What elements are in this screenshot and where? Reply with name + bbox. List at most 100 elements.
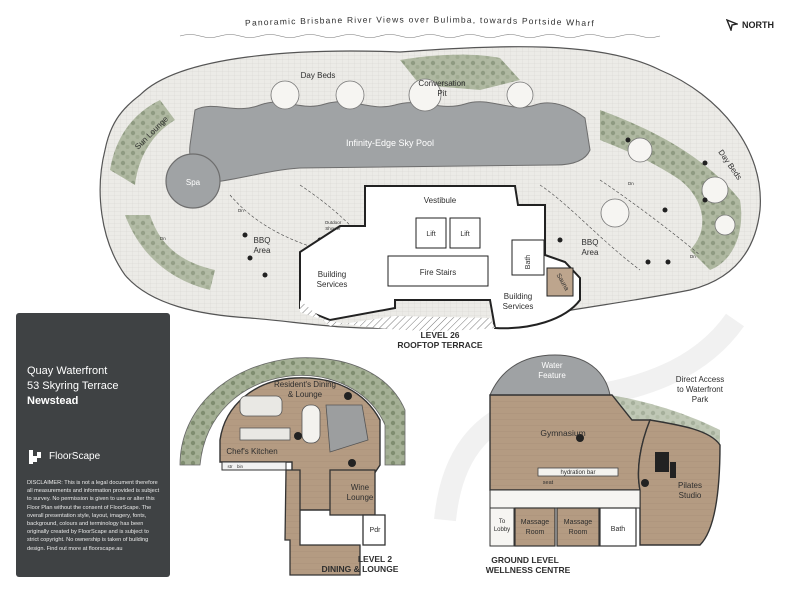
floorscape-logo: FloorScape xyxy=(27,448,167,466)
massage-room-2 xyxy=(556,507,600,547)
vestibule-label: Vestibule xyxy=(424,196,457,205)
column-3 xyxy=(348,459,356,467)
massage-room-1-label-1: Massage xyxy=(521,519,550,526)
treadmill-1 xyxy=(655,452,669,472)
lift-shaft-2 xyxy=(449,217,481,249)
pilates-label-1: Pilates xyxy=(678,481,702,490)
river-wave-line xyxy=(179,34,661,38)
day-beds-top-label: Day Beds xyxy=(301,71,336,80)
spa-label: Spa xyxy=(186,178,201,187)
ground-column-2 xyxy=(641,479,649,487)
floorscape-brand: FloorScape xyxy=(49,451,101,462)
column-2 xyxy=(294,432,302,440)
gymnasium-label: Gymnasium xyxy=(540,428,585,438)
ground-level-subtitle: WELLNESS CENTRE xyxy=(486,565,571,575)
seat-label: seat xyxy=(543,480,554,486)
treadmill-2 xyxy=(670,462,676,478)
to-lobby-area xyxy=(489,507,515,547)
level-2-corridor xyxy=(284,469,361,576)
pool-label: Infinity-Edge Sky Pool xyxy=(346,138,434,148)
pdr-room xyxy=(362,514,386,546)
chefs-kitchen-label: Chef's Kitchen xyxy=(226,447,277,456)
planter-bottom-left xyxy=(125,215,215,290)
building-services-left-2: Services xyxy=(317,280,348,289)
spa xyxy=(165,153,221,209)
water-feature-label-2: Feature xyxy=(538,371,566,380)
ground-level-wellness-centre: Water Feature Direct Access to Waterfron… xyxy=(486,354,724,575)
hydration-bar-label: hydration bar xyxy=(560,470,595,476)
direct-access-label-2: to Waterfront xyxy=(677,385,724,394)
level-26-rooftop-terrace: Day Beds Conversation Pit Sun Lounge Inf… xyxy=(99,46,761,350)
massage-room-2-label-2: Room xyxy=(569,529,588,536)
massage-room-2-label-1: Massage xyxy=(564,519,593,526)
bbq-left-label: BBQ xyxy=(254,236,271,245)
pool-table xyxy=(301,404,321,444)
north-arrow-icon xyxy=(726,19,738,31)
to-lobby-label-2: Lobby xyxy=(494,527,510,533)
residents-dining-label-1: Resident's Dining xyxy=(274,380,336,389)
bin-label: bin xyxy=(237,464,244,469)
column-1 xyxy=(344,392,352,400)
pit-label: Pit xyxy=(437,89,447,98)
ground-level-title: GROUND LEVEL xyxy=(491,555,559,565)
water-feature-label-1: Water xyxy=(541,361,562,370)
day-bed-pods xyxy=(270,78,736,236)
rooftop-sauna xyxy=(546,267,574,297)
floorscape-logo-icon xyxy=(29,450,41,464)
level-2-title: LEVEL 2 xyxy=(358,554,393,564)
lift-shaft-1 xyxy=(415,217,447,249)
building-services-left-1: Building xyxy=(318,270,346,279)
massage-room-1-label-2: Room xyxy=(526,529,545,536)
bbq-right-label: BBQ xyxy=(582,238,599,247)
conversation-label: Conversation xyxy=(418,79,465,88)
property-name: Quay Waterfront xyxy=(27,365,108,377)
str-label: str xyxy=(228,464,234,469)
lounge-rug xyxy=(325,404,369,453)
level-26-subtitle: ROOFTOP TERRACE xyxy=(397,340,482,350)
property-address: 53 Skyring Terrace xyxy=(27,380,119,392)
residents-dining-label-2: & Lounge xyxy=(288,390,323,399)
level-2-core xyxy=(221,461,287,471)
wine-lounge-label-1: Wine xyxy=(351,483,370,492)
wine-lounge-room xyxy=(329,469,376,516)
pilates-label-2: Studio xyxy=(679,491,702,500)
direct-access-label-3: Park xyxy=(692,395,709,404)
level-26-title: LEVEL 26 xyxy=(420,330,459,340)
ground-bath-room xyxy=(599,507,637,547)
north-label: NORTH xyxy=(742,20,774,30)
dn-label-2: Dn xyxy=(160,236,166,241)
hydration-bar xyxy=(537,467,619,477)
kitchen-island xyxy=(239,427,291,441)
planter-left xyxy=(110,100,175,185)
water-feature xyxy=(489,354,611,396)
property-suburb: Newstead xyxy=(27,395,79,407)
massage-room-1 xyxy=(514,507,556,547)
dn-label-3: Dn xyxy=(628,181,634,186)
ground-column-1 xyxy=(576,434,584,442)
disclaimer-text: DISCLAIMER: This is not a legal document… xyxy=(27,480,160,552)
rooftop-bath xyxy=(511,239,545,276)
ground-bath-label: Bath xyxy=(611,526,626,533)
info-card: Quay Waterfront 53 Skyring Terrace Newst… xyxy=(16,313,170,577)
dining-table xyxy=(239,395,283,417)
level-2-subtitle: DINING & LOUNGE xyxy=(322,564,399,574)
outdoor-shower-label-2: Shower xyxy=(325,226,341,231)
building-services-right-1: Building xyxy=(504,292,532,301)
lift-2-label: Lift xyxy=(460,231,469,238)
building-core-hatch xyxy=(300,300,495,331)
pilates-studio-floor xyxy=(637,419,721,546)
rooftop-bath-label: Bath xyxy=(525,255,532,270)
direct-access-label-1: Direct Access xyxy=(676,375,724,384)
pdr-label: Pdr xyxy=(370,527,382,534)
wine-lounge-label-2: Lounge xyxy=(347,493,374,502)
fire-stairs-label: Fire Stairs xyxy=(420,268,456,277)
dn-label-4: Dn xyxy=(690,254,696,259)
area-left-label: Area xyxy=(254,246,271,255)
level-2-planter xyxy=(179,357,406,466)
to-lobby-label-1: To xyxy=(499,519,506,525)
outdoor-shower-label-1: Outdoor xyxy=(325,220,342,225)
area-right-label: Area xyxy=(582,248,599,257)
river-views-caption: Panoramic Brisbane River Views over Buli… xyxy=(245,14,595,28)
lift-1-label: Lift xyxy=(426,231,435,238)
